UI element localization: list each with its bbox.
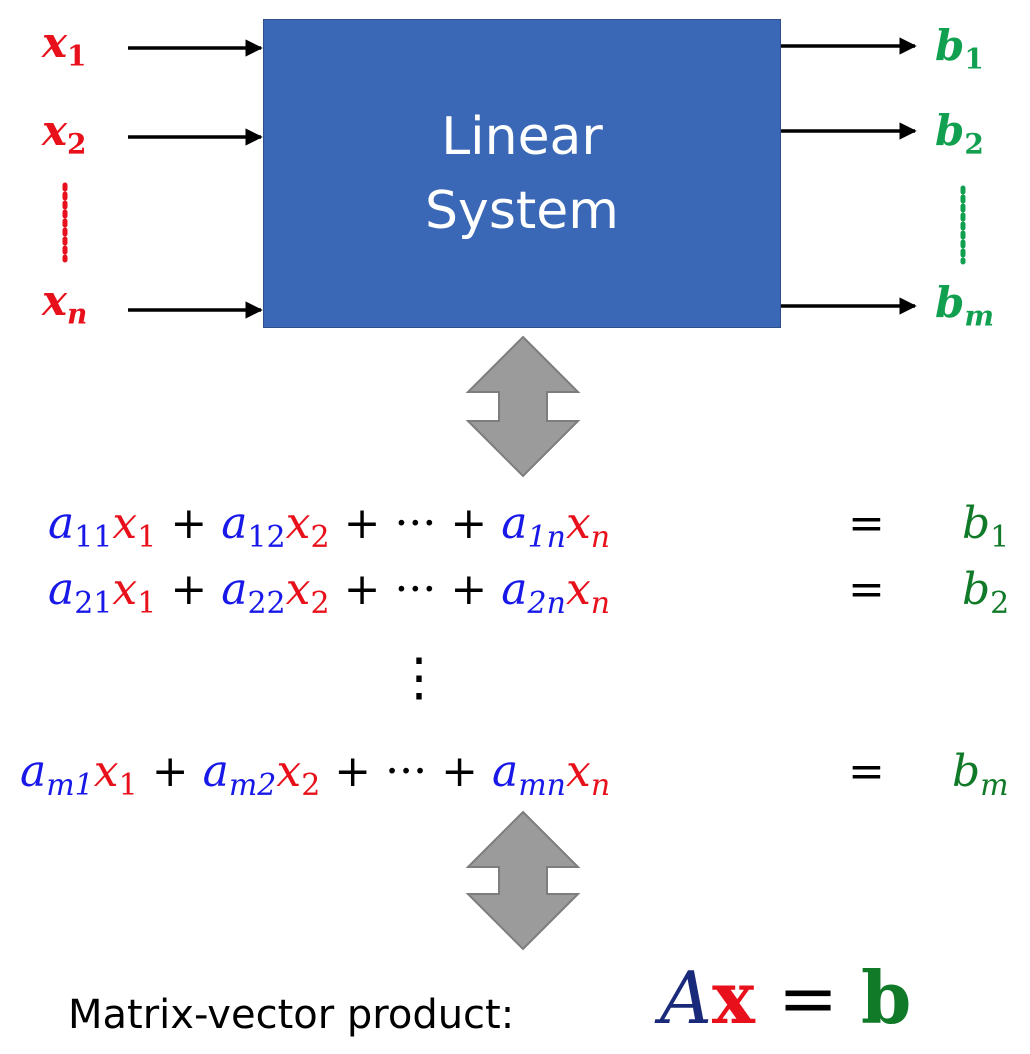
double-arrow-bottom (465, 810, 581, 951)
system-label-line2: System (425, 180, 619, 241)
input-x1: x1 (42, 18, 87, 73)
input-x2: x2 (42, 106, 87, 161)
equation-row-m-rhs: bm (952, 746, 1009, 803)
equation-row-2-rhs: b2 (962, 564, 1010, 621)
equation-row-1-rhs: b1 (962, 498, 1010, 555)
equation-vertical-ellipsis: ⋮ (393, 648, 445, 708)
linear-system-block: Linear System (263, 19, 781, 328)
output-bm: bm (935, 278, 995, 333)
equation-row-m: am1x1 + am2x2 + ··· + amnxn (20, 746, 611, 803)
equation-row-1: a11x1 + a12x2 + ··· + a1nxn (48, 498, 611, 555)
matrix-vector-product-label: Matrix-vector product: (68, 992, 515, 1038)
equation-row-m-equals: = (848, 746, 885, 797)
matrix-vector-equation: Ax = b (660, 955, 912, 1040)
double-arrow-top (465, 335, 581, 478)
input-xn: xn (42, 276, 88, 331)
output-b1: b1 (935, 21, 984, 76)
equation-row-2: a21x1 + a22x2 + ··· + a2nxn (48, 564, 611, 621)
output-b2: b2 (935, 106, 984, 161)
equation-row-1-equals: = (848, 498, 885, 549)
system-label-line1: Linear (441, 106, 603, 167)
equation-row-2-equals: = (848, 564, 885, 615)
